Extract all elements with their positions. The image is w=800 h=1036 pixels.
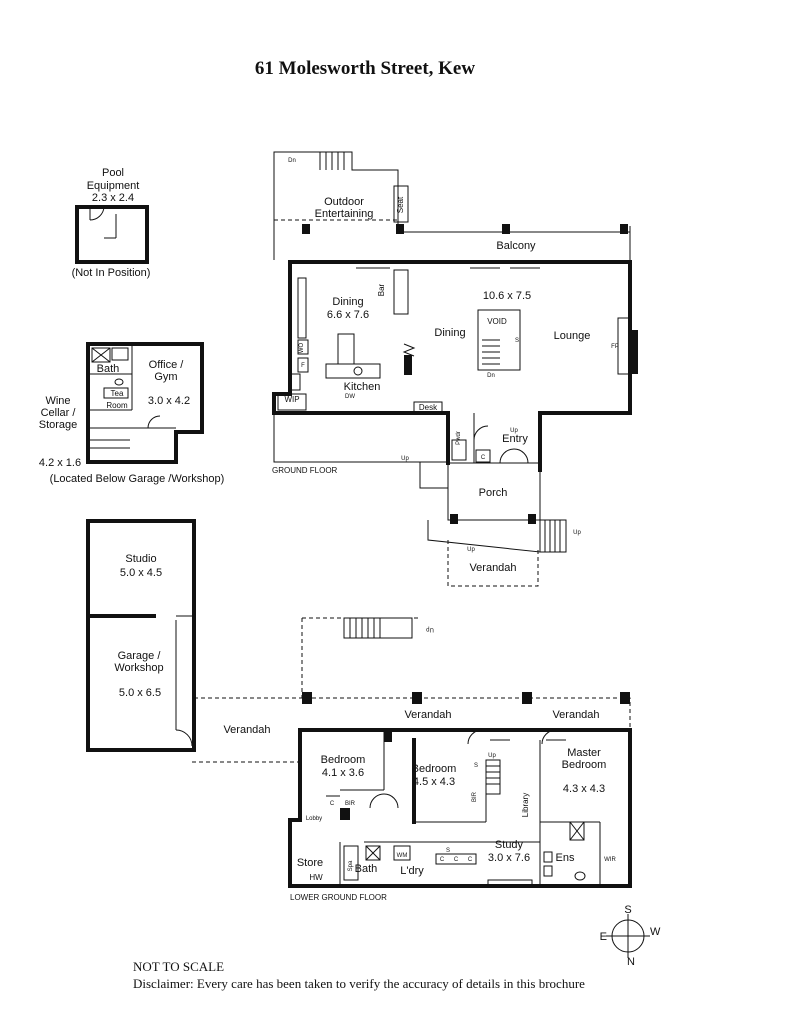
- balcony-label: Balcony: [496, 240, 536, 252]
- wir-label: WIR: [604, 857, 616, 863]
- spa-label: Spa: [348, 860, 354, 871]
- hw-label: HW: [309, 873, 323, 882]
- wm-label: WM: [397, 853, 408, 859]
- lgf-verandah-left: Verandah: [404, 709, 451, 721]
- disclaimer: Disclaimer: Every care has been taken to…: [133, 976, 585, 991]
- lgf-up-label: Up: [426, 626, 434, 632]
- bedroom2-label: Bedroom: [412, 763, 457, 775]
- bar-label: Bar: [377, 283, 386, 296]
- master-size: 4.3 x 4.3: [563, 783, 605, 795]
- dining-label: Dining: [434, 327, 465, 339]
- entry-c-label: C: [481, 455, 486, 461]
- outbuilding-note: (Located Below Garage /Workshop): [50, 473, 225, 485]
- plan-title: 61 Molesworth Street, Kew: [254, 58, 476, 79]
- studio-size: 5.0 x 4.5: [120, 567, 162, 579]
- pool-equipment-size: 2.3 x 2.4: [92, 192, 134, 204]
- verandah-up-label: Up: [467, 547, 475, 553]
- gf-dn-top: Dn: [288, 158, 296, 164]
- lower-ground-floor-label: LOWER GROUND FLOOR: [290, 893, 387, 902]
- store-label: Store: [297, 857, 323, 869]
- lgf-stair-up: Up: [488, 753, 496, 759]
- bir-vertical-label: BIR: [472, 791, 478, 802]
- entry-up-label: Up: [510, 428, 518, 434]
- desk-label: Desk: [419, 403, 438, 412]
- bedroom2-size: 4.5 x 4.3: [413, 776, 455, 788]
- office-size: 3.0 x 4.2: [148, 395, 190, 407]
- lounge-label: Lounge: [554, 330, 591, 342]
- ldry-label: L'dry: [400, 865, 424, 877]
- entry-label: Entry: [502, 433, 528, 445]
- library-label: Library: [521, 793, 530, 817]
- compass-icon: S E W N: [600, 904, 661, 968]
- bedroom1-size: 4.1 x 3.6: [322, 767, 364, 779]
- office-label: Office /Gym: [149, 359, 185, 383]
- wine-cellar-size: 4.2 x 1.6: [39, 457, 81, 469]
- dw-label: DW: [345, 394, 355, 400]
- studio-label: Studio: [125, 553, 156, 565]
- compass-s: S: [624, 904, 631, 916]
- wo-label: WO: [299, 343, 305, 354]
- porch-label: Porch: [479, 487, 508, 499]
- gf-verandah-label: Verandah: [469, 562, 516, 574]
- s-label: S: [515, 338, 519, 344]
- lgf-bath-label: Bath: [355, 863, 378, 875]
- lgf-c-left: C: [330, 801, 335, 807]
- dining-main-size: 6.6 x 7.6: [327, 309, 369, 321]
- void-label: VOID: [487, 317, 507, 326]
- f-label: F: [301, 363, 305, 369]
- garage-size: 5.0 x 6.5: [119, 687, 161, 699]
- kitchen-label: Kitchen: [344, 381, 381, 393]
- dining-main-label: Dining: [332, 296, 363, 308]
- ldry-c2: C: [454, 857, 459, 863]
- void-dn-label: Dn: [487, 373, 495, 379]
- ldry-c1: C: [440, 857, 445, 863]
- ens-label: Ens: [556, 852, 575, 864]
- garage-label: Garage /Workshop: [114, 650, 163, 674]
- outbuilding-bath-label: Bath: [97, 363, 120, 375]
- pwdr-label: Pwdr: [456, 431, 462, 445]
- lower-ground-floor: Verandah Verandah Up Bedroom 4.1 x 3.6 B…: [288, 617, 632, 902]
- gf-up-left: Up: [401, 456, 409, 462]
- lobby-label: Lobby: [306, 816, 322, 822]
- study-size: 3.0 x 7.6: [488, 852, 530, 864]
- seat-label: Seat: [396, 196, 405, 213]
- ground-floor-label: GROUND FLOOR: [272, 466, 338, 475]
- compass-w: W: [650, 926, 661, 938]
- garage-block: Studio 5.0 x 4.5 Garage /Workshop 5.0 x …: [86, 519, 305, 763]
- ldry-c3: C: [468, 857, 473, 863]
- compass-n: N: [627, 956, 635, 968]
- fp-label: FP: [611, 344, 619, 350]
- lgf-s-label: S: [474, 763, 478, 769]
- compass-e: E: [600, 931, 607, 943]
- lounge-size: 10.6 x 7.5: [483, 290, 531, 302]
- bir-label: BIR: [345, 801, 356, 807]
- lgf-verandah-right: Verandah: [552, 709, 599, 721]
- study-label: Study: [495, 839, 524, 851]
- ldry-s: S: [446, 848, 450, 854]
- bedroom1-label: Bedroom: [321, 754, 366, 766]
- garage-verandah-label: Verandah: [223, 724, 270, 736]
- wip-label: WIP: [284, 395, 299, 404]
- pool-equipment-note: (Not In Position): [72, 267, 151, 279]
- porch-up-label: Up: [573, 530, 581, 536]
- scale-note: NOT TO SCALE: [133, 959, 225, 974]
